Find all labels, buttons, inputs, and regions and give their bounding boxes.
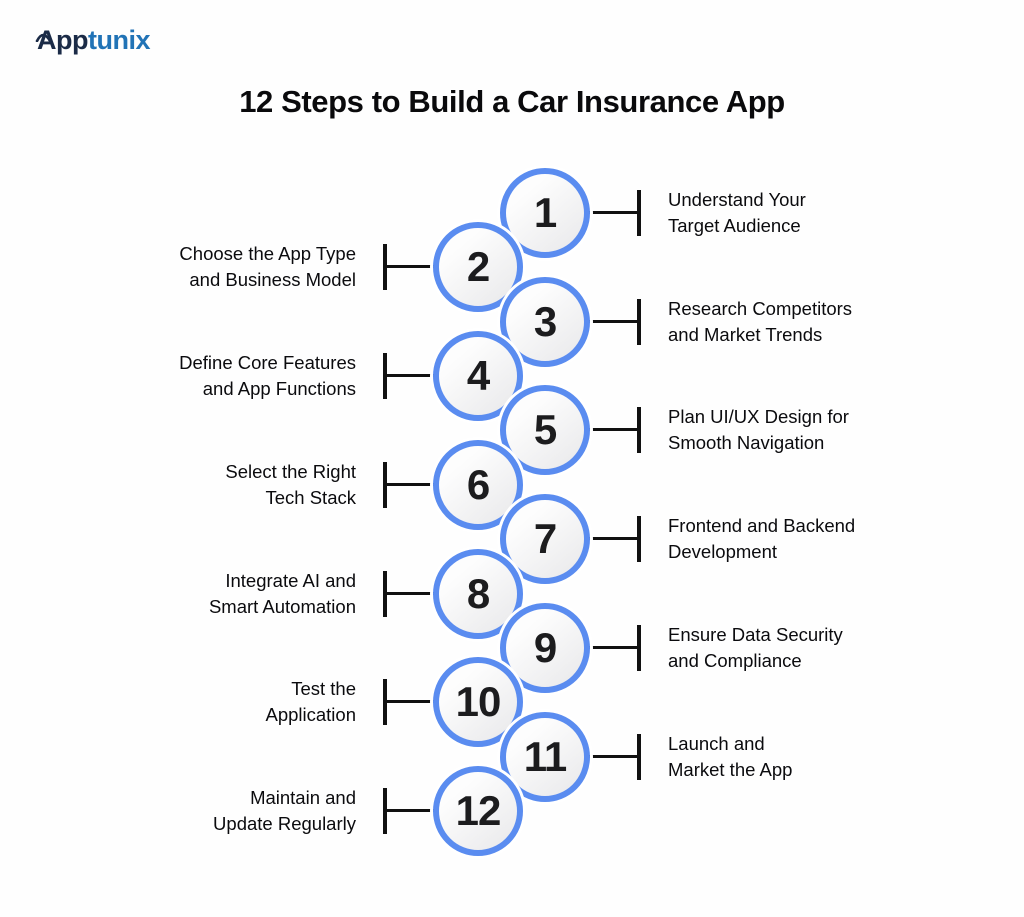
connector-tick xyxy=(383,353,387,399)
step-label-line: Application xyxy=(265,704,356,725)
step-label-line: Smooth Navigation xyxy=(668,432,825,453)
step-number: 2 xyxy=(466,243,490,290)
logo-caret-icon xyxy=(35,20,52,47)
step-circle-1: 1 xyxy=(500,168,590,258)
connector-line xyxy=(588,646,637,649)
step-label-line: Update Regularly xyxy=(213,813,356,834)
connector-tick xyxy=(383,244,387,290)
connector-line xyxy=(387,700,434,703)
connector-line xyxy=(387,265,434,268)
step-number: 5 xyxy=(533,406,557,453)
step-label-line: Integrate AI and xyxy=(225,570,356,591)
connector-line xyxy=(387,592,434,595)
connector-line xyxy=(588,320,637,323)
step-label-line: and App Functions xyxy=(202,378,356,399)
step-label-line: Select the Right xyxy=(225,461,356,482)
step-label-line: Plan UI/UX Design for xyxy=(668,406,849,427)
step-label-3: Research Competitors and Market Trends xyxy=(668,296,852,348)
apptunix-logo: Apptunix xyxy=(35,25,151,55)
connector-line xyxy=(387,374,434,377)
step-number: 8 xyxy=(466,570,490,617)
step-number: 1 xyxy=(533,189,557,236)
step-number: 11 xyxy=(523,733,567,780)
step-number: 7 xyxy=(533,515,557,562)
step-label-line: Understand Your xyxy=(668,189,806,210)
connector-tick xyxy=(637,734,641,780)
connector-tick xyxy=(637,407,641,453)
step-label-line: Test the xyxy=(291,678,356,699)
connector-tick xyxy=(383,571,387,617)
step-label-line: and Market Trends xyxy=(668,324,823,345)
step-label-line: and Business Model xyxy=(189,269,356,290)
connector-line xyxy=(588,211,637,214)
step-label-line: Choose the App Type xyxy=(179,243,356,264)
connector-line xyxy=(588,428,637,431)
step-label-4: Define Core Features and App Functions xyxy=(179,350,356,402)
connector-tick xyxy=(637,625,641,671)
step-label-line: Define Core Features xyxy=(179,352,356,373)
connector-line xyxy=(387,483,434,486)
step-number: 3 xyxy=(533,298,557,345)
step-number: 10 xyxy=(455,678,502,725)
step-label-line: Smart Automation xyxy=(208,596,356,617)
connector-tick xyxy=(637,516,641,562)
step-label-line: Frontend and Backend xyxy=(668,515,856,536)
step-number: 9 xyxy=(533,624,557,671)
connector-tick xyxy=(383,462,387,508)
step-label-2: Choose the App Type and Business Model xyxy=(179,241,356,293)
step-label-line: and Compliance xyxy=(668,650,802,671)
logo-text-dark: App xyxy=(37,25,88,55)
step-label-line: Ensure Data Security xyxy=(668,624,843,645)
step-label-line: Research Competitors xyxy=(668,298,853,319)
step-label-9: Ensure Data Security and Compliance xyxy=(668,622,843,674)
step-number: 12 xyxy=(455,787,502,834)
page-title: 12 Steps to Build a Car Insurance App xyxy=(239,84,785,119)
step-label-line: Tech Stack xyxy=(265,487,357,508)
connector-tick xyxy=(637,299,641,345)
step-number: 6 xyxy=(466,461,490,508)
connector-line xyxy=(588,537,637,540)
connector-line xyxy=(387,809,434,812)
connector-line xyxy=(588,755,637,758)
connector-tick xyxy=(637,190,641,236)
step-circle-12: 12 xyxy=(433,766,523,856)
step-label-line: Development xyxy=(668,541,778,562)
connector-tick xyxy=(383,788,387,834)
step-number: 4 xyxy=(466,352,490,399)
logo-text-blue: tunix xyxy=(87,25,151,55)
step-label-line: Target Audience xyxy=(668,215,801,236)
step-label-line: Maintain and xyxy=(250,787,356,808)
step-label-line: Launch and xyxy=(668,733,765,754)
connector-tick xyxy=(383,679,387,725)
step-label-line: Market the App xyxy=(668,759,793,780)
